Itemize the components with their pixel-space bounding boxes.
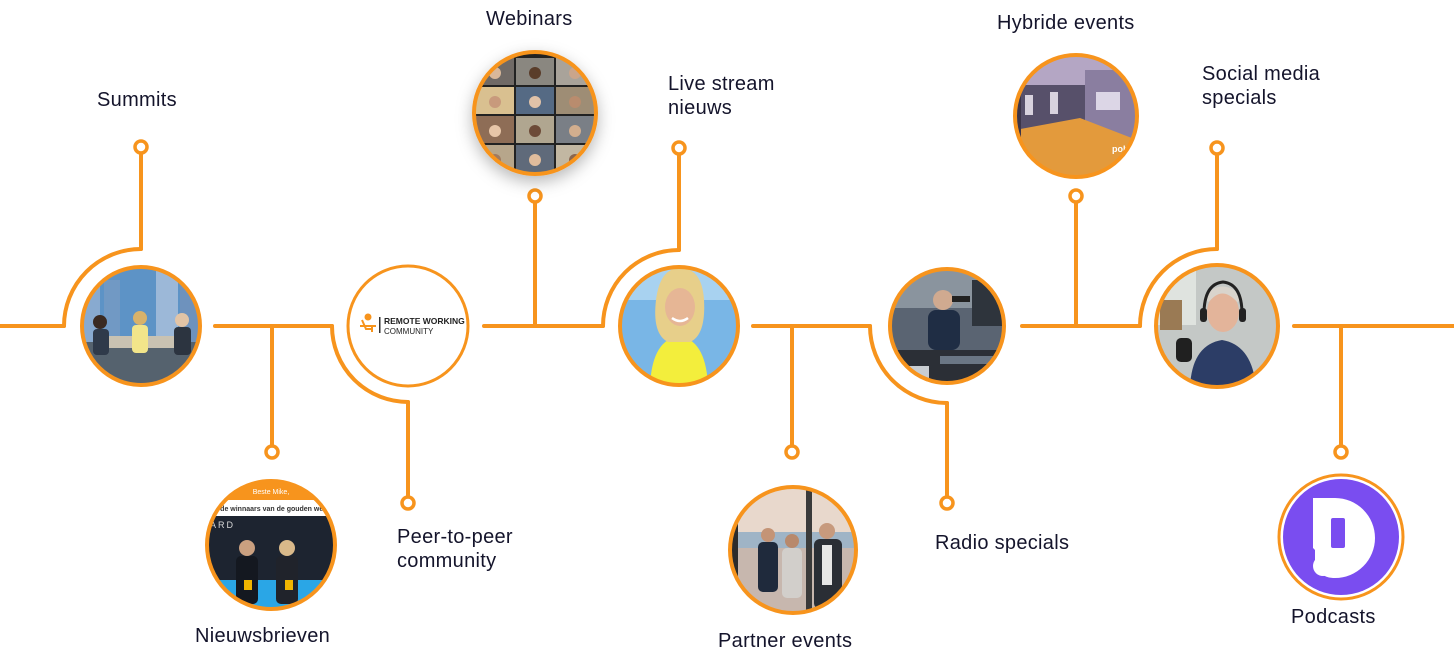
logo-line1: REMOTE WORKING [384, 316, 465, 326]
stem-dot [1068, 188, 1084, 204]
svg-text:ARD: ARD [210, 520, 235, 530]
stem-dot [939, 495, 955, 511]
webinars-photo [472, 50, 598, 176]
svg-text:jn de winnaars van de gouden w: jn de winnaars van de gouden werkplek aw [211, 506, 356, 513]
stem-dot [784, 444, 800, 460]
podcast-logo-icon [1277, 473, 1405, 601]
summits-photo [80, 265, 202, 387]
stem-dot [264, 444, 280, 460]
logo-line2: COMMUNITY [384, 327, 434, 336]
label-summits: Summits [97, 89, 177, 111]
stem-dot [527, 188, 543, 204]
hub-arc [601, 248, 681, 328]
timeline-connectors [0, 151, 1454, 498]
hub-arc [330, 324, 410, 404]
remote-working-logo: REMOTE WORKING COMMUNITY [346, 264, 470, 388]
label-nieuwsbrieven: Nieuwsbrieven [195, 625, 331, 647]
label-peer-to-peer: Peer-to-peer community [397, 526, 513, 572]
hybride-photo: poly [1013, 53, 1139, 179]
livestream-photo [618, 265, 740, 387]
stem-dot [1209, 140, 1225, 156]
label-webinars: Webinars [486, 8, 573, 30]
desk-person-icon [360, 313, 376, 332]
stem-dot [671, 140, 687, 156]
label-radio-specials: Radio specials [935, 532, 1070, 554]
stem-dot [133, 139, 149, 155]
svg-text:Beste Mike,: Beste Mike, [253, 489, 290, 496]
hub-arc [62, 247, 143, 328]
nieuwsbrieven-photo: Beste Mike, jn de winnaars van de gouden… [205, 479, 356, 611]
partner-photo [728, 485, 858, 615]
label-livestream: Live stream nieuws [668, 73, 775, 119]
hub-arc [868, 324, 949, 405]
label-hybride-events: Hybride events [997, 12, 1135, 34]
label-partner-events: Partner events [718, 630, 853, 652]
radio-photo [888, 267, 1006, 385]
stem-dot [400, 495, 416, 511]
stem-dots [133, 139, 1349, 511]
stem-dot [1333, 444, 1349, 460]
label-podcasts: Podcasts [1291, 606, 1376, 628]
hub-arc [1138, 247, 1219, 328]
svg-text:poly: poly [1112, 144, 1131, 154]
label-social-media: Social media specials [1202, 63, 1321, 109]
social-photo [1154, 263, 1280, 389]
